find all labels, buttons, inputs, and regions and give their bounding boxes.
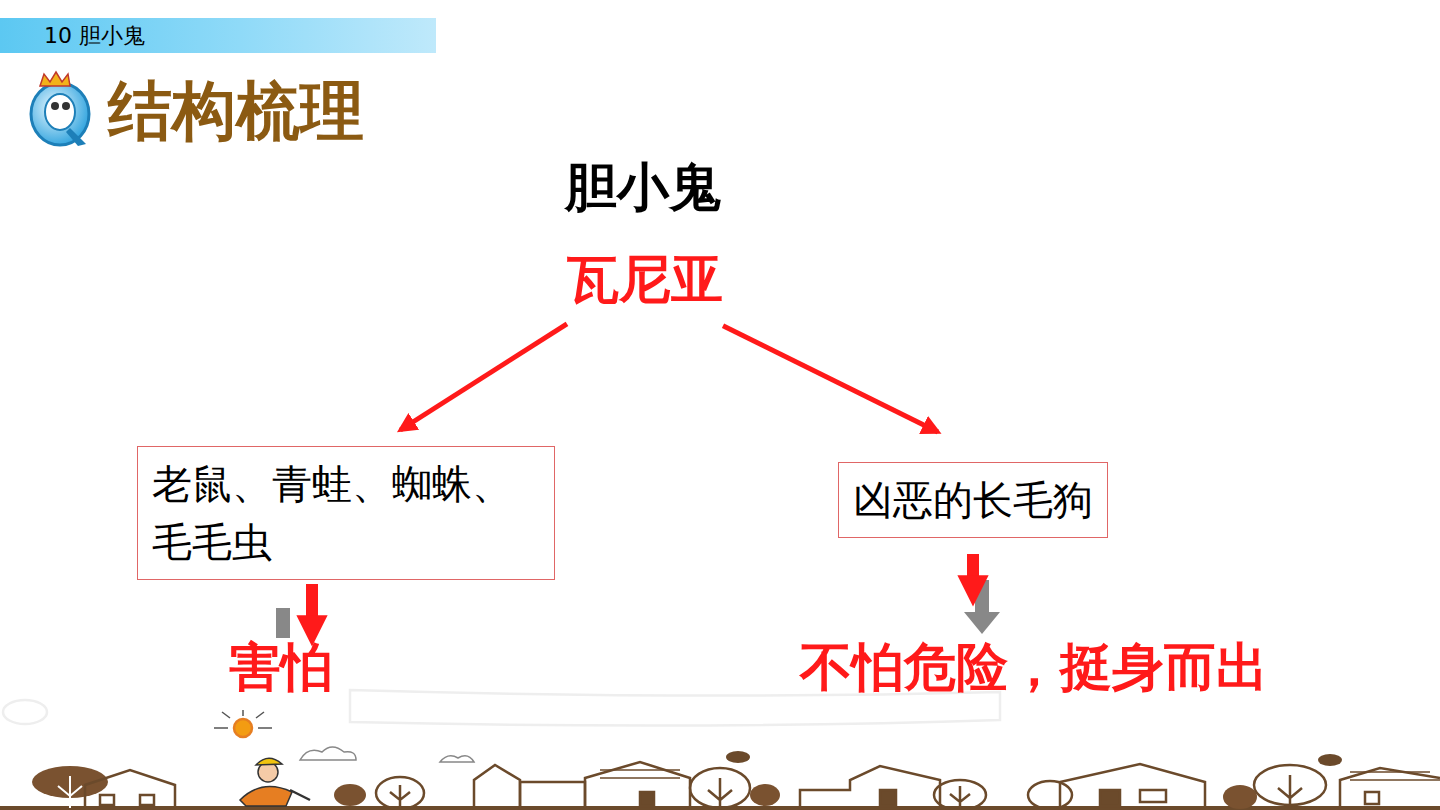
title-icon — [31, 72, 89, 146]
connector-arrow — [967, 554, 979, 594]
result-text: 不怕危险，挺身而出 — [800, 638, 1268, 698]
fear-box: 老鼠、青蛙、蜘蛛、毛毛虫 — [137, 446, 555, 580]
character-name: 瓦尼亚 — [567, 250, 723, 310]
connector-arrow — [306, 584, 318, 634]
result-text: 害怕 — [229, 638, 333, 698]
connector-arrow — [723, 326, 938, 432]
node-text: 10 胆小鬼 — [44, 21, 145, 51]
story-title: 胆小鬼 — [565, 158, 721, 218]
slide-title: 结构梳理 — [108, 76, 364, 146]
node-text: 凶恶的长毛狗 — [853, 471, 1093, 529]
node-text: 瓦尼亚 — [567, 250, 723, 310]
gray-arrow — [276, 580, 1000, 638]
node-text: 害怕 — [229, 638, 333, 698]
connector-arrow — [400, 324, 567, 430]
node-text: 老鼠、青蛙、蜘蛛、毛毛虫 — [152, 455, 540, 571]
dog-box: 凶恶的长毛狗 — [838, 462, 1108, 538]
node-text: 不怕危险，挺身而出 — [800, 638, 1268, 698]
town-scene — [0, 690, 1440, 810]
header-band: 10 胆小鬼 — [0, 18, 436, 53]
